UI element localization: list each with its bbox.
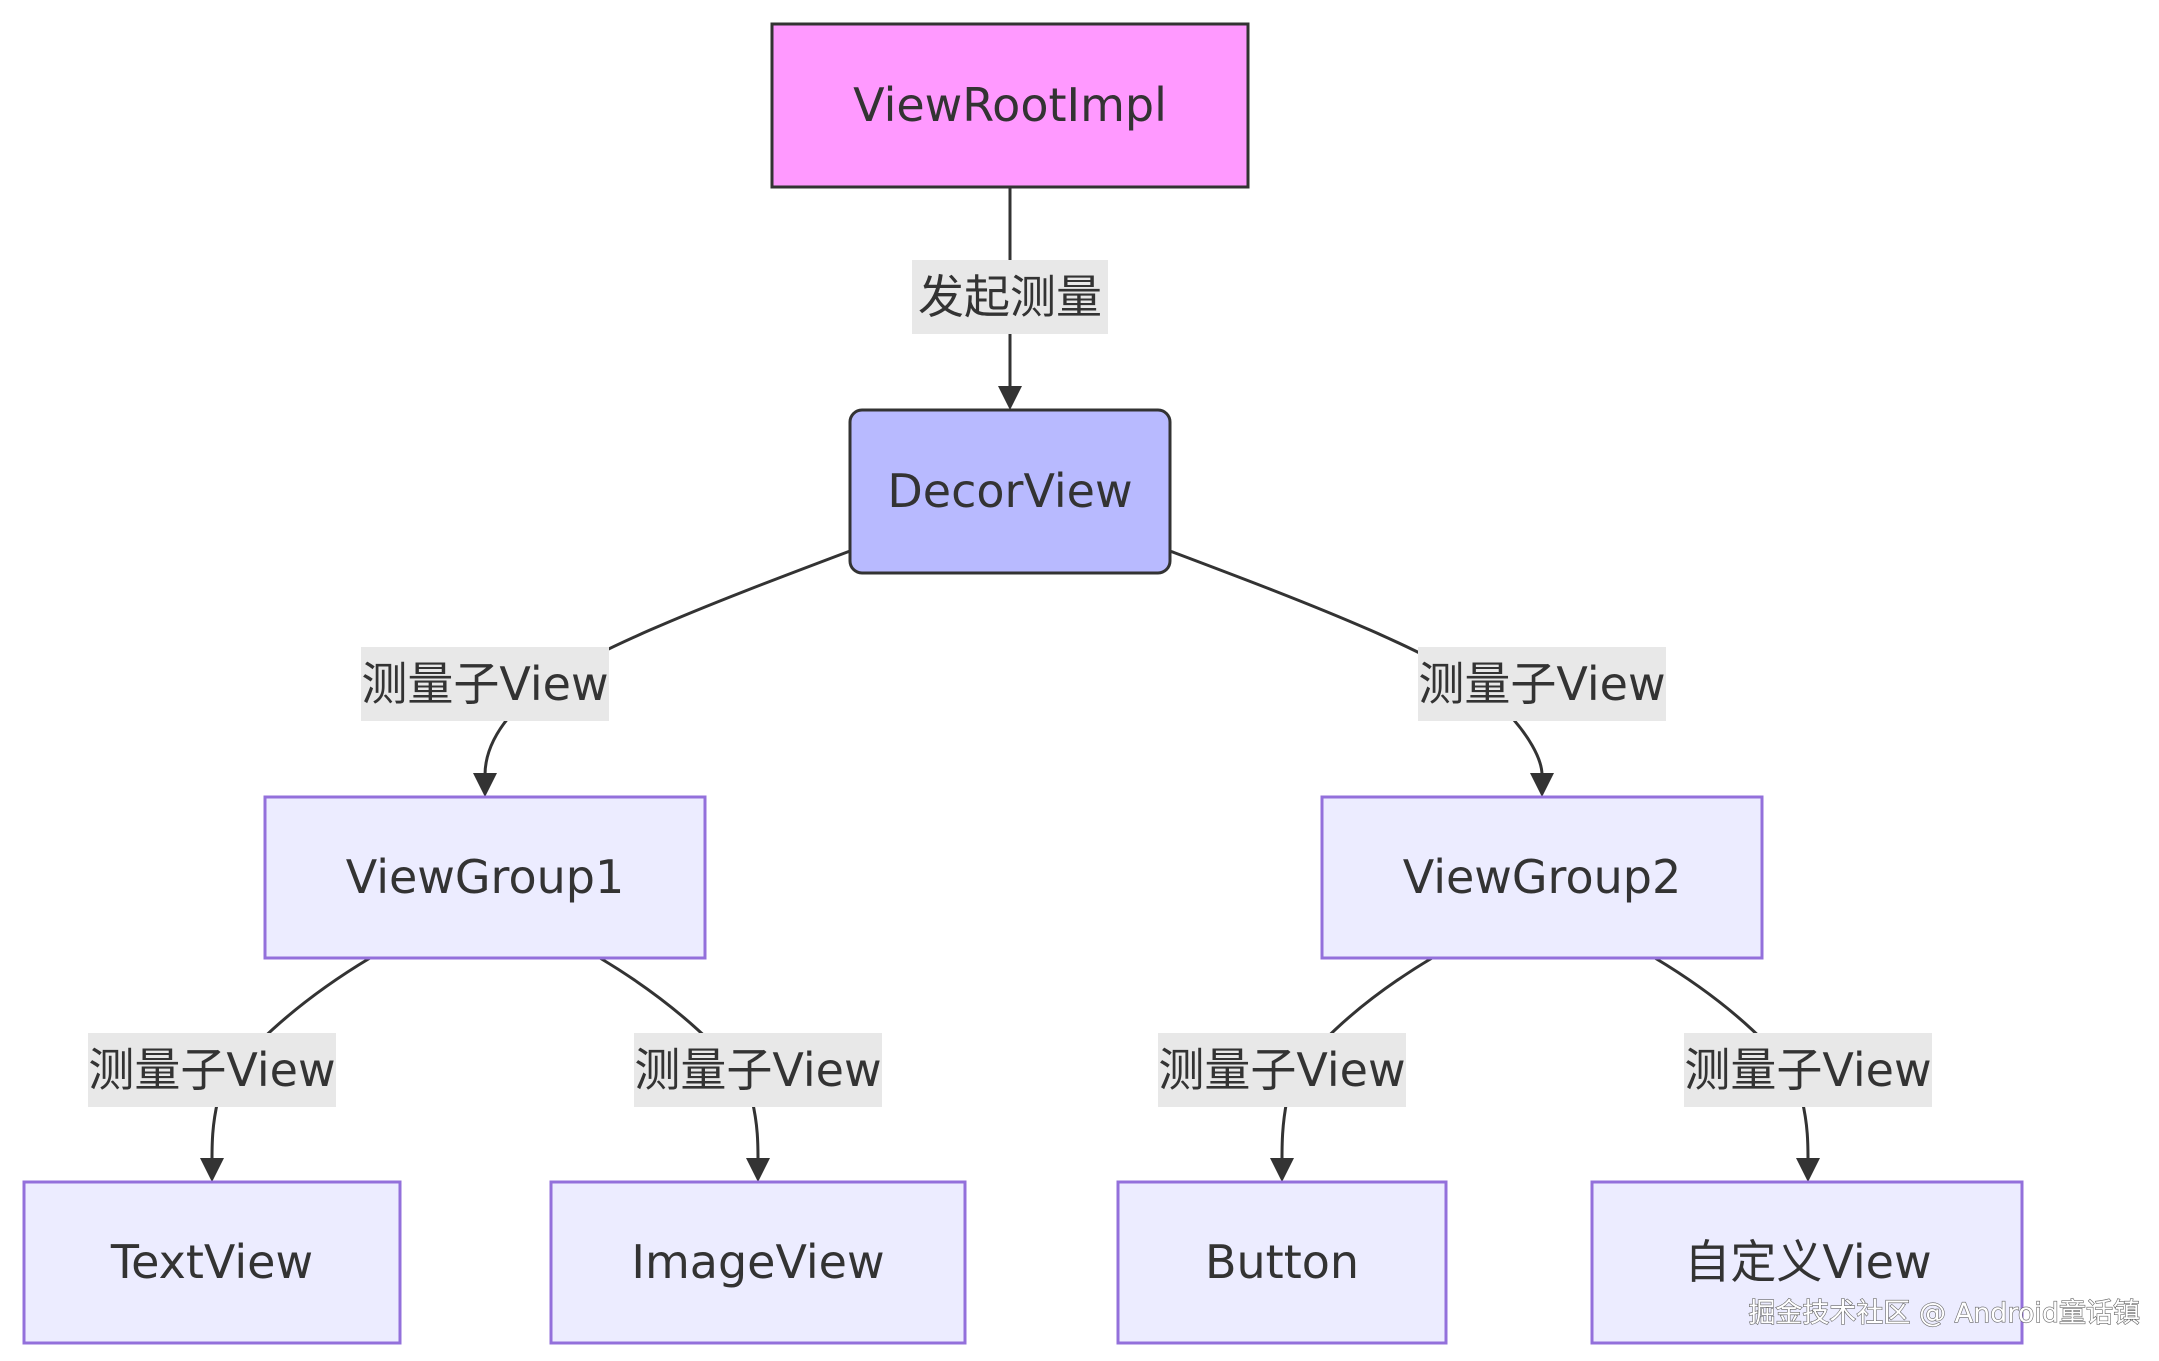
node-viewgroup2-box: [1320, 795, 1764, 960]
edge-label-group1-to-imageview: 测量子View: [634, 1043, 881, 1097]
arrowhead-textview: [200, 1158, 224, 1182]
edge-label-root-to-decor: 发起测量: [918, 270, 1102, 324]
edge-label-bg: [1158, 1033, 1406, 1107]
node-imageview-box: [549, 1180, 967, 1345]
arrowhead-group1: [473, 773, 497, 797]
node-imageview-label: ImageView: [631, 1235, 884, 1289]
arrowhead-decor: [998, 386, 1022, 410]
node-customview-label: 自定义View: [1684, 1235, 1931, 1289]
edge-label-bg: [912, 260, 1108, 334]
edge-label-bg: [634, 1033, 882, 1107]
edge-label-group1-to-textview: 测量子View: [88, 1043, 335, 1097]
edge-label-group2-to-customview: 测量子View: [1684, 1043, 1931, 1097]
edge-label-bg: [361, 647, 609, 721]
node-viewrootimpl-box: [770, 22, 1250, 189]
edge-label-decor-to-group2: 测量子View: [1418, 657, 1665, 711]
node-textview-box: [22, 1180, 402, 1345]
edge-label-group2-to-button: 测量子View: [1158, 1043, 1405, 1097]
node-button-label: Button: [1205, 1235, 1359, 1289]
node-customview-box: [1590, 1180, 2024, 1345]
edge-label-decor-to-group1: 测量子View: [361, 657, 608, 711]
edge-label-bg: [1418, 647, 1666, 721]
arrowhead-imageview: [746, 1158, 770, 1182]
arrowhead-customview: [1796, 1158, 1820, 1182]
node-viewgroup1-label: ViewGroup1: [346, 850, 624, 904]
node-viewgroup2-label: ViewGroup2: [1403, 850, 1681, 904]
node-textview-label: TextView: [110, 1235, 313, 1289]
edge-labels: 发起测量 测量子View 测量子View 测量子View 测量子View 测量子…: [88, 260, 1932, 1107]
node-button-box: [1116, 1180, 1448, 1345]
node-viewrootimpl-label: ViewRootImpl: [853, 78, 1167, 132]
watermark-text: 掘金技术社区 @ Android童话镇: [1748, 1298, 2140, 1329]
nodes: ViewRootImpl DecorView ViewGroup1 ViewGr…: [22, 22, 2024, 1345]
node-viewgroup1-box: [263, 795, 707, 960]
edge-label-bg: [88, 1033, 336, 1107]
arrowhead-button: [1270, 1158, 1294, 1182]
node-decorview-box: [848, 408, 1172, 575]
edge-label-bg: [1684, 1033, 1932, 1107]
node-decorview-label: DecorView: [887, 464, 1132, 518]
arrowhead-group2: [1530, 773, 1554, 797]
